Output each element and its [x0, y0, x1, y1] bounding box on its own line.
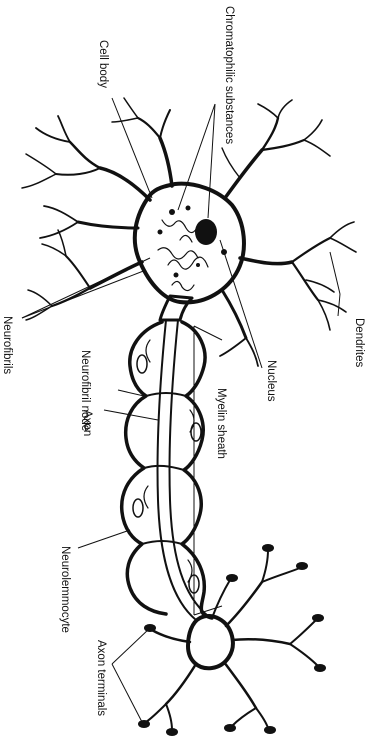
- label-dendrites: Dendrites: [353, 318, 365, 367]
- label-neurolemmocyte: Neurolemmocyte: [59, 546, 71, 633]
- label-cell-body: Cell body: [97, 40, 109, 88]
- cell-body-shape: [135, 184, 244, 303]
- label-axon: Axon: [81, 410, 93, 436]
- nucleus-shape: [195, 219, 217, 245]
- label-myelin-sheath: Myelin sheath: [215, 388, 227, 459]
- label-axon-terminals: Axon terminals: [95, 640, 107, 716]
- axon-shape: [122, 296, 212, 620]
- label-neurofibrils: Neurofibrils: [1, 316, 13, 374]
- label-chromatophilic-line1: Chromatophilic substances: [223, 6, 235, 144]
- label-nucleus: Nucleus: [265, 360, 277, 402]
- axon-terminal-shape: [138, 544, 326, 736]
